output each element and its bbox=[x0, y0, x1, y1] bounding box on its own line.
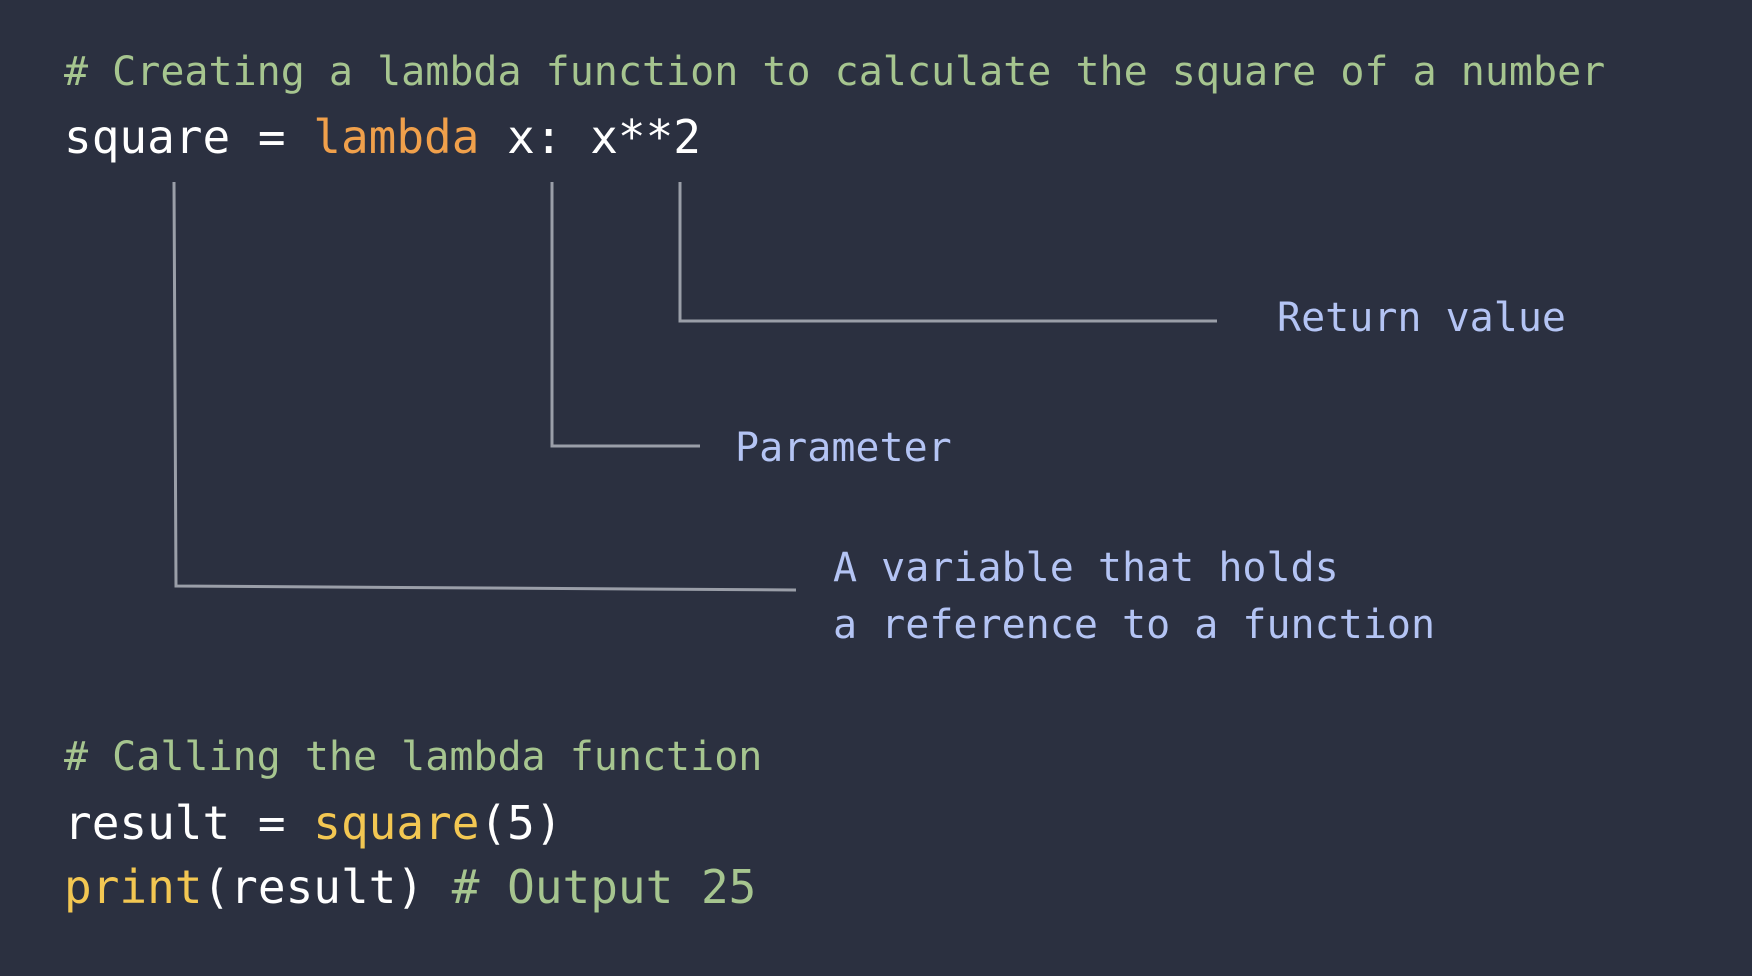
code-token-args: (result) bbox=[202, 860, 452, 914]
callout-parameter: Parameter bbox=[735, 425, 952, 471]
code-line-call: result = square(5) bbox=[64, 800, 563, 846]
code-token-variable-result: result bbox=[64, 796, 231, 850]
code-line-print: print(result) # Output 25 bbox=[64, 864, 756, 910]
code-token-args: (5) bbox=[479, 796, 563, 850]
code-token-function-print: print bbox=[64, 860, 203, 914]
connector-parameter bbox=[550, 182, 700, 448]
callout-variable-line2: a reference to a function bbox=[833, 602, 1436, 648]
code-line-lambda-definition: square = lambda x: x**2 bbox=[64, 114, 701, 160]
code-token-function-square: square bbox=[313, 796, 480, 850]
code-token-parameter: x: bbox=[479, 110, 591, 164]
code-token-assign: = bbox=[230, 796, 314, 850]
code-comment-call: # Calling the lambda function bbox=[64, 734, 763, 780]
connector-return-value bbox=[678, 182, 1217, 323]
code-token-variable-square: square bbox=[64, 110, 231, 164]
callout-variable-line1: A variable that holds bbox=[833, 545, 1339, 591]
code-token-expression: x**2 bbox=[590, 110, 701, 164]
code-token-assign: = bbox=[230, 110, 314, 164]
code-comment-create: # Creating a lambda function to calculat… bbox=[64, 49, 1606, 95]
connector-variable bbox=[172, 181, 797, 592]
code-token-keyword-lambda: lambda bbox=[313, 110, 480, 164]
code-token-inline-comment: # Output 25 bbox=[451, 860, 757, 914]
callout-return-value: Return value bbox=[1277, 295, 1566, 341]
